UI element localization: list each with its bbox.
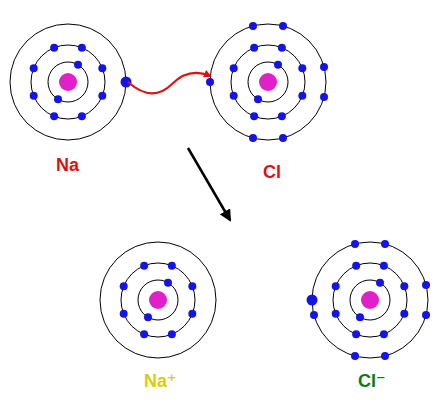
outer-shell [100,242,216,358]
electron [50,112,58,120]
electron [140,330,148,338]
electron [78,112,86,120]
electron [254,95,262,103]
electron [206,78,214,86]
electron [140,262,148,270]
electron [168,262,176,270]
electron [120,310,128,318]
electron [422,281,430,289]
electron [250,112,258,120]
electron [164,279,172,287]
electron [332,282,340,290]
electron [279,134,287,142]
transfer-electron [121,77,132,88]
electron [30,64,38,72]
electron [298,64,306,72]
electron [50,44,58,52]
electron [230,92,238,100]
electron [351,352,359,360]
transfer-electron [307,295,318,306]
electron [168,330,176,338]
electron [249,134,257,142]
inner-shell [350,280,390,320]
nucleus [259,73,277,91]
outer-shell [210,24,326,140]
electron [298,92,306,100]
electron [144,313,152,321]
electron [98,92,106,100]
electron [274,61,282,69]
electron [381,352,389,360]
outer-shell [10,24,126,140]
nucleus [149,291,167,309]
ion-label: Cl⁻ [358,372,386,390]
electron [381,240,389,248]
electron [250,44,258,52]
ion-label: Na⁺ [144,372,177,390]
electron [352,262,360,270]
electron [320,63,328,71]
electron [376,279,384,287]
electron [380,262,388,270]
atom-label: Cl [263,163,281,181]
electron [188,310,196,318]
electron [422,311,430,319]
electron [278,44,286,52]
inner-shell [138,280,178,320]
electron [188,282,196,290]
electron [320,93,328,101]
electron [352,330,360,338]
electron [356,313,364,321]
nucleus [59,73,77,91]
electron [78,44,86,52]
electron [380,330,388,338]
inner-shell [48,62,88,102]
middle-shell [231,45,305,119]
electron [230,64,238,72]
middle-shell [121,263,195,337]
atom-label: Na [56,156,79,174]
middle-shell [31,45,105,119]
electron [249,22,257,30]
electron [310,311,318,319]
electron [120,282,128,290]
electron [30,92,38,100]
inner-shell [248,62,288,102]
electron [278,112,286,120]
electron [351,240,359,248]
electron [54,95,62,103]
electron [400,282,408,290]
outer-shell [312,242,428,358]
atoms [10,22,430,360]
middle-shell [333,263,407,337]
electron [74,61,82,69]
electron [332,310,340,318]
electron [98,64,106,72]
electron [400,310,408,318]
nucleus [361,291,379,309]
reaction-arrow [188,148,230,220]
electron [279,22,287,30]
electron-transfer-arrow [128,73,210,94]
